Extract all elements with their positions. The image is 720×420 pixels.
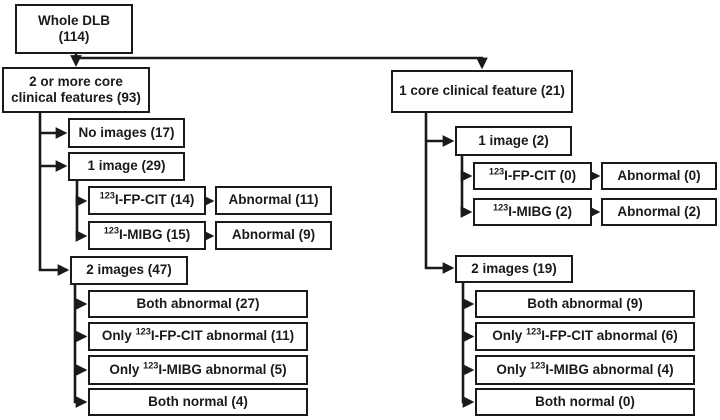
box-no-images-left: No images (17) bbox=[68, 118, 185, 148]
box-abnormal-fpcit-right: Abnormal (0) bbox=[601, 162, 717, 190]
box-both-normal-right: Both normal (0) bbox=[475, 388, 695, 416]
box-fpcit-left: 123I-FP-CIT (14) bbox=[88, 186, 206, 215]
box-label: Abnormal (2) bbox=[617, 203, 701, 219]
box-label: 123I-FP-CIT (0) bbox=[488, 166, 577, 183]
box-2-images-right: 2 images (19) bbox=[455, 255, 573, 283]
box-label: 2 or more core bbox=[29, 73, 123, 89]
box-both-normal-left: Both normal (4) bbox=[88, 388, 308, 416]
box-mibg-right: 123I-MIBG (2) bbox=[473, 198, 592, 226]
box-1-core-feature: 1 core clinical feature (21) bbox=[391, 70, 573, 113]
box-label: 1 image (29) bbox=[87, 158, 166, 174]
box-label: Both normal (4) bbox=[148, 393, 248, 409]
box-both-abnormal-left: Both abnormal (27) bbox=[88, 290, 308, 318]
box-label: 2 images (47) bbox=[86, 262, 172, 278]
box-abnormal-mibg-right: Abnormal (2) bbox=[601, 198, 717, 226]
box-2-images-left: 2 images (47) bbox=[70, 256, 188, 285]
box-2-or-more-core-features: 2 or more core clinical features (93) bbox=[2, 67, 150, 113]
box-only-fpcit-abnormal-right: Only 123I-FP-CIT abnormal (6) bbox=[475, 322, 695, 351]
box-label: No images (17) bbox=[78, 124, 175, 140]
box-only-fpcit-abnormal-left: Only 123I-FP-CIT abnormal (11) bbox=[88, 322, 308, 351]
box-fpcit-right: 123I-FP-CIT (0) bbox=[473, 162, 592, 190]
box-label: 1 core clinical feature (21) bbox=[399, 83, 565, 99]
box-label: 1 image (2) bbox=[478, 132, 549, 148]
box-label: 2 images (19) bbox=[471, 260, 557, 276]
box-label: Abnormal (11) bbox=[228, 192, 319, 208]
box-only-mibg-abnormal-right: Only 123I-MIBG abnormal (4) bbox=[475, 355, 695, 385]
box-label: Abnormal (9) bbox=[231, 227, 316, 243]
box-label: 123I-MIBG (15) bbox=[103, 225, 191, 243]
box-abnormal-mibg-left: Abnormal (9) bbox=[215, 221, 332, 250]
box-label: Whole DLB bbox=[38, 12, 110, 28]
box-label: Only 123I-FP-CIT abnormal (11) bbox=[101, 326, 295, 344]
box-label: (114) bbox=[58, 29, 90, 44]
box-1-image-right: 1 image (2) bbox=[455, 126, 572, 156]
box-label: Both abnormal (27) bbox=[136, 295, 260, 311]
box-label: Only 123I-FP-CIT abnormal (6) bbox=[492, 326, 678, 344]
box-both-abnormal-right: Both abnormal (9) bbox=[475, 290, 695, 318]
box-mibg-left: 123I-MIBG (15) bbox=[88, 221, 206, 250]
box-label: Only 123I-MIBG abnormal (5) bbox=[109, 360, 287, 377]
box-abnormal-fpcit-left: Abnormal (11) bbox=[215, 186, 332, 215]
box-label: Abnormal (0) bbox=[617, 167, 701, 183]
box-whole-dlb: Whole DLB (114) bbox=[15, 4, 133, 54]
box-1-image-left: 1 image (29) bbox=[68, 152, 185, 181]
box-label: Both normal (0) bbox=[535, 393, 635, 409]
box-label: 123I-FP-CIT (14) bbox=[99, 190, 195, 208]
box-label: 123I-MIBG (2) bbox=[492, 202, 573, 219]
box-label: Only 123I-MIBG abnormal (4) bbox=[496, 360, 674, 377]
box-only-mibg-abnormal-left: Only 123I-MIBG abnormal (5) bbox=[88, 355, 308, 385]
box-label: clinical features (93) bbox=[11, 90, 141, 105]
box-label: Both abnormal (9) bbox=[527, 295, 643, 311]
